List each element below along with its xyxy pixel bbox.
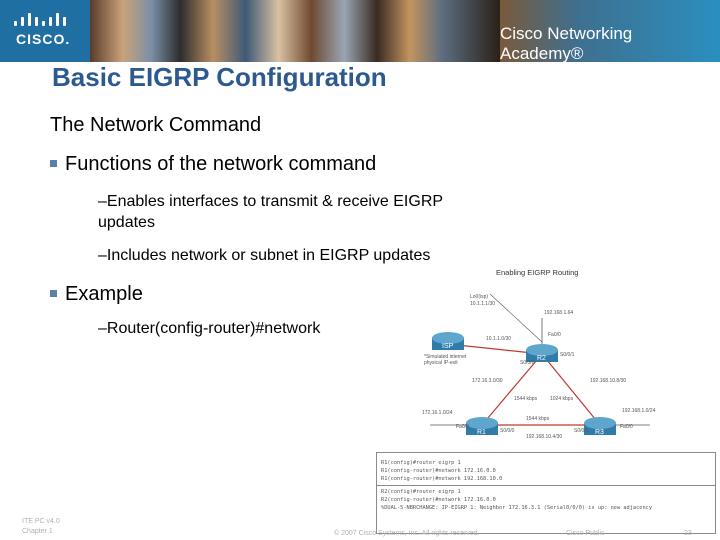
topology-svg: Enabling EIGRP Routing ISP R2 R1 R3 Lo0(… [422,268,656,440]
label-s0-r2: S0/0/0 [520,360,535,366]
label-bottom-link: 192.168.10.4/30 [526,434,562,440]
sub-bullet-command: –Router(config-router)#network [98,320,321,337]
router-isp-label: ISP [442,343,454,350]
sub-bullet-enables-line2: updates [98,214,155,231]
bullet-square-icon [50,160,57,167]
router-r3: R3 [584,417,616,436]
diagram-title: Enabling EIGRP Routing [496,268,578,277]
label-r1-s0: S0/0/0 [500,428,515,434]
slide-subtitle: The Network Command [50,114,262,136]
sub-bullet-includes: –Includes network or subnet in EIGRP upd… [98,247,431,264]
label-bw-left: 1544 kbps [514,396,538,402]
bullet-example-text: Example [65,283,143,305]
router-r2-label: R2 [537,355,546,362]
console-line: R1(config)#router eigrp 1 [381,460,461,466]
footer-chapter: Chapter 1 [22,528,53,535]
label-isp-note-1: *Simulated internet [424,354,467,360]
label-isp-link: 10.1.1.0/30 [486,336,511,342]
bullet-square-icon [50,290,57,297]
footer-course: ITE PC v4.0 [22,518,60,525]
router-r1: R1 [466,417,498,436]
footer-page-number: 23 [684,530,692,537]
cisco-bars-icon [14,12,70,26]
label-isp-note-2: physical IP-exit [424,360,458,366]
header-banner: CISCO. Cisco Networking Academy® [0,0,720,62]
console-line: R2(config-router)#network 172.16.0.0 [381,497,496,503]
label-r1-fa: Fa0/0 [456,424,469,430]
console-divider [377,485,715,486]
label-bw-bottom: 1544 kbps [526,416,550,422]
label-right-link: 192.168.10.8/30 [590,378,626,384]
network-diagram: Enabling EIGRP Routing ISP R2 R1 R3 Lo0(… [400,262,720,452]
console-line: %DUAL-5-NBRCHANGE: IP-EIGRP 1: Neighbor … [381,505,653,511]
console-line: R1(config-router)#network 192.168.10.0 [381,476,503,482]
label-r3-fa: Fa0/0 [620,424,633,430]
academy-panel: Cisco Networking Academy® [500,0,720,62]
router-isp: ISP [432,332,464,350]
footer-copyright: © 2007 Cisco Systems, Inc. All rights re… [334,530,480,537]
link-r2-r3 [541,353,601,426]
slide-title: Basic EIGRP Configuration [52,62,387,92]
sub-bullet-enables: –Enables interfaces to transmit & receiv… [98,191,443,233]
pointer-line [489,293,543,343]
label-r1-lan: 172.16.1.0/24 [422,410,453,416]
cisco-wordmark: CISCO. [16,31,71,47]
label-top-left-2: 10.1.1.1/30 [470,301,495,307]
cisco-logo: CISCO. [0,0,90,62]
link-r2-r1 [481,353,543,426]
banner-photo-strip [90,0,500,62]
bullet-functions-text: Functions of the network command [65,153,377,175]
academy-title: Cisco Networking Academy® [500,24,633,62]
footer-classification: Cisco Public [566,530,605,537]
label-s0-r2b: S0/0/1 [560,352,575,358]
label-r3-s0: S0/0/1 [574,428,589,434]
label-left-link: 172.16.3.0/30 [472,378,503,384]
console-line: R2(config)#router eigrp 1 [381,489,461,495]
label-bw-right: 1024 kbps [550,396,574,402]
label-top-left-1: Lo0(isp) [470,294,488,300]
label-r3-lan: 192.168.1.0/24 [622,408,656,414]
console-line: R1(config-router)#network 172.16.0.0 [381,468,496,474]
router-r3-label: R3 [595,429,604,436]
sub-bullet-enables-line1: –Enables interfaces to transmit & receiv… [98,193,444,210]
router-r2: R2 [526,344,558,362]
label-top-right: 192.168.1.64 [544,310,573,316]
bullet-functions: Functions of the network command [50,153,376,176]
bullet-example: Example [50,283,143,306]
router-r1-label: R1 [477,429,486,436]
console-output: R1(config)#router eigrp 1 R1(config-rout… [376,452,716,534]
label-fa0: Fa0/0 [548,332,561,338]
